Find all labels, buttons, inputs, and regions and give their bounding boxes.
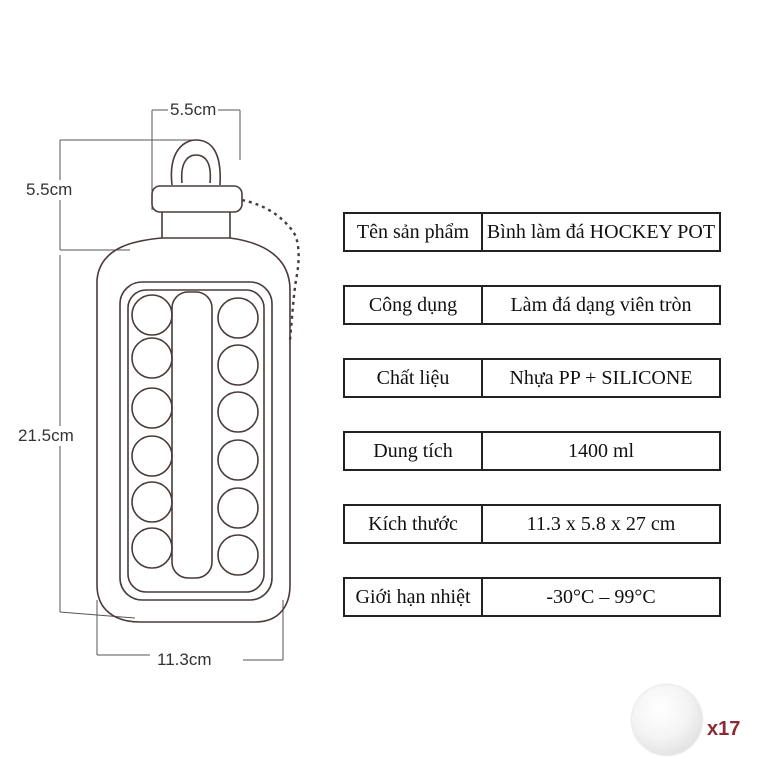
spec-value: 11.3 x 5.8 x 27 cm [526,512,676,535]
bottom-width-label: 11.3cm [155,650,214,670]
spec-value: Bình làm đá HOCKEY POT [486,220,716,243]
ice-ball-image [632,685,702,755]
top-width-label: 5.5cm [168,100,219,120]
spec-label: Chất liệu [345,360,483,396]
spec-label: Kích thước [345,506,483,542]
spec-label: Tên sản phẩm [345,214,483,250]
spec-row-material: Chất liệu Nhựa PP + SILICONE [343,358,721,398]
spec-value: -30°C – 99°C [546,585,656,608]
spec-value: Nhựa PP + SILICONE [509,366,693,389]
spec-value: Làm đá dạng viên tròn [510,293,692,316]
spec-label: Dung tích [345,433,483,469]
spec-row-temperature: Giới hạn nhiệt -30°C – 99°C [343,577,721,617]
spec-value: 1400 ml [567,439,635,462]
cap-height-label: 5.5cm [24,180,75,200]
spec-row-capacity: Dung tích 1400 ml [343,431,721,471]
spec-row-name: Tên sản phẩm Bình làm đá HOCKEY POT [343,212,721,252]
spec-label: Giới hạn nhiệt [345,579,483,615]
ice-ball-quantity: x17 [707,718,741,740]
spec-row-size: Kích thước 11.3 x 5.8 x 27 cm [343,504,721,544]
body-height-label: 21.5cm [16,426,76,446]
spec-row-usage: Công dụng Làm đá dạng viên tròn [343,285,721,325]
spec-label: Công dụng [345,287,483,323]
